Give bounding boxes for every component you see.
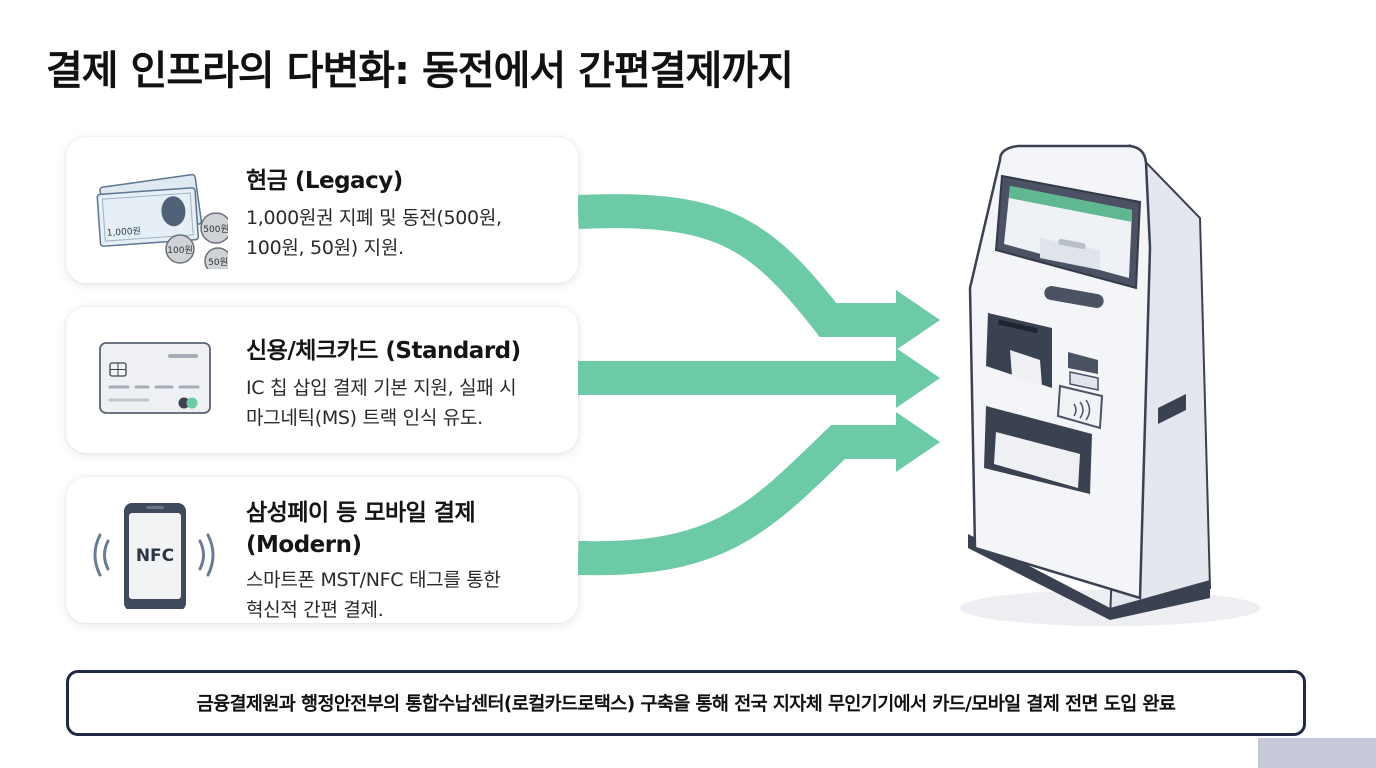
nfc-phone-icon: NFC [93,503,215,609]
summary-box: 금융결제원과 행정안전부의 통합수납센터(로컬카드로택스) 구축을 통해 전국 … [66,670,1306,736]
kiosk-side-slot [1158,394,1186,424]
coin-100-label: 100원 [167,245,192,256]
title-line: 삼성페이 등 모바일 결제 [246,500,476,526]
kiosk-nfc-pad [1056,384,1104,430]
card-description: IC 칩 삽입 결제 기본 지원, 실패 시 마그네틱(MS) 트랙 인식 유도… [246,373,566,433]
nfc-label: NFC [136,546,174,566]
payment-card-cash: 1,000원 500원 100원 50원 현금 (Legacy) 1,000원권… [66,137,578,283]
cash-coins-icon: 1,000원 500원 100원 50원 [96,173,228,269]
payment-card-mobile: NFC 삼성페이 등 모바일 결제 (Modern) 스마트폰 MST/NFC … [66,477,578,623]
card-title: 현금 (Legacy) [246,168,403,194]
arrow-mobile-to-kiosk [578,425,898,576]
card-title: 삼성페이 등 모바일 결제 (Modern) [246,497,566,561]
arrowhead-cash [896,290,940,350]
desc-line: 1,000원권 지폐 및 동전(500원, [246,207,502,229]
coin-500-label: 500원 [203,224,228,235]
kiosk-screen-button [1044,286,1104,308]
desc-line: 혁신적 간편 결제. [246,599,384,621]
desc-line: 마그네틱(MS) 트랙 인식 유도. [246,407,483,429]
kiosk-screen-header [1009,186,1132,222]
corner-block [1258,738,1376,768]
kiosk-illustration [960,143,1260,626]
coin-50-label: 50원 [208,257,228,268]
kiosk-base [968,534,1210,620]
arrowhead-mobile [896,412,940,472]
card-title: 신용/체크카드 (Standard) [246,338,521,364]
bill-label: 1,000원 [106,226,141,239]
summary-text: 금융결제원과 행정안전부의 통합수납센터(로컬카드로택스) 구축을 통해 전국 … [196,694,1176,715]
desc-line: 100원, 50원) 지원. [246,237,404,259]
card-description: 1,000원권 지폐 및 동전(500원, 100원, 50원) 지원. [246,203,566,263]
flow-arrows [578,194,940,576]
desc-line: IC 칩 삽입 결제 기본 지원, 실패 시 [246,377,517,399]
credit-card-icon [99,342,211,414]
desc-line: 스마트폰 MST/NFC 태그를 통한 [246,569,501,591]
card-description: 스마트폰 MST/NFC 태그를 통한 혁신적 간편 결제. [246,565,566,625]
arrow-cash-to-kiosk [578,194,898,337]
title-line: (Modern) [246,532,362,558]
arrowhead-card [896,348,940,408]
page-title: 결제 인프라의 다변화: 동전에서 간편결제까지 [46,48,794,94]
payment-card-creditcard: 신용/체크카드 (Standard) IC 칩 삽입 결제 기본 지원, 실패 … [66,307,578,453]
